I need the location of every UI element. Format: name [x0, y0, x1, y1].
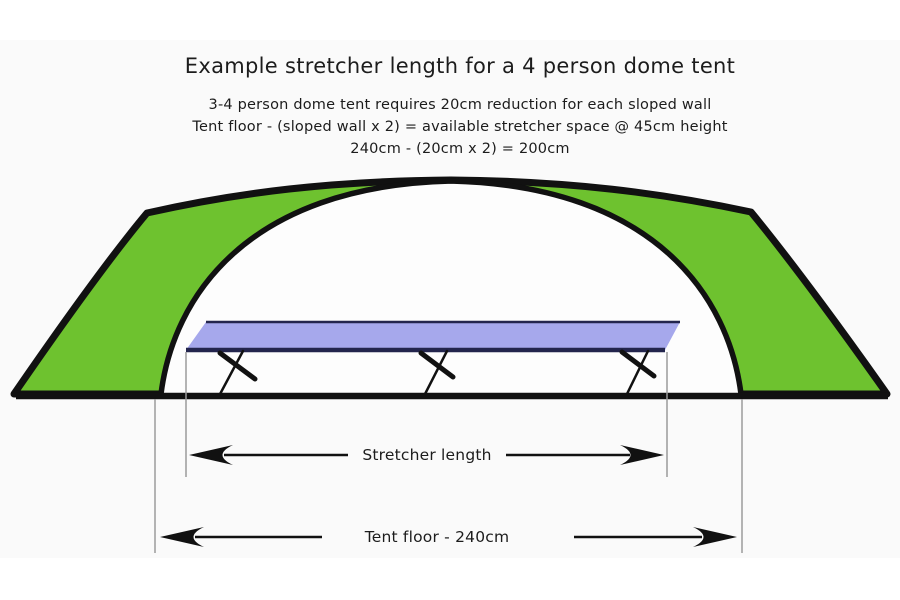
arrow-right-icon — [620, 445, 664, 465]
leg-left-back — [217, 349, 245, 398]
leg-middle-back — [422, 349, 449, 398]
leg-middle-front — [418, 350, 456, 380]
leg-left-front — [217, 350, 258, 382]
stretcher — [186, 320, 680, 398]
arrow-right-icon — [693, 527, 737, 547]
note-calculation: 240cm - (20cm x 2) = 200cm — [350, 141, 570, 157]
stretcher-length-dimension: Stretcher length — [189, 445, 664, 465]
note-formula: Tent floor - (sloped wall x 2) = availab… — [192, 119, 728, 135]
leg-right-front — [619, 349, 657, 379]
arrow-left-icon — [189, 445, 233, 465]
note-reduction-rule: 3-4 person dome tent requires 20cm reduc… — [208, 97, 712, 113]
dome-arch-line — [158, 178, 744, 397]
stretcher-length-label: Stretcher length — [362, 446, 491, 464]
extension-lines — [154, 352, 743, 553]
arrow-left-icon — [160, 527, 204, 547]
diagram-title: Example stretcher length for a 4 person … — [184, 54, 736, 78]
leg-right-back — [624, 349, 650, 398]
tent-floor-label: Tent floor - 240cm — [364, 528, 510, 546]
stretcher-top-surface — [186, 322, 680, 350]
tent-floor-dimension: Tent floor - 240cm — [160, 527, 737, 547]
stretcher-legs — [217, 349, 657, 398]
